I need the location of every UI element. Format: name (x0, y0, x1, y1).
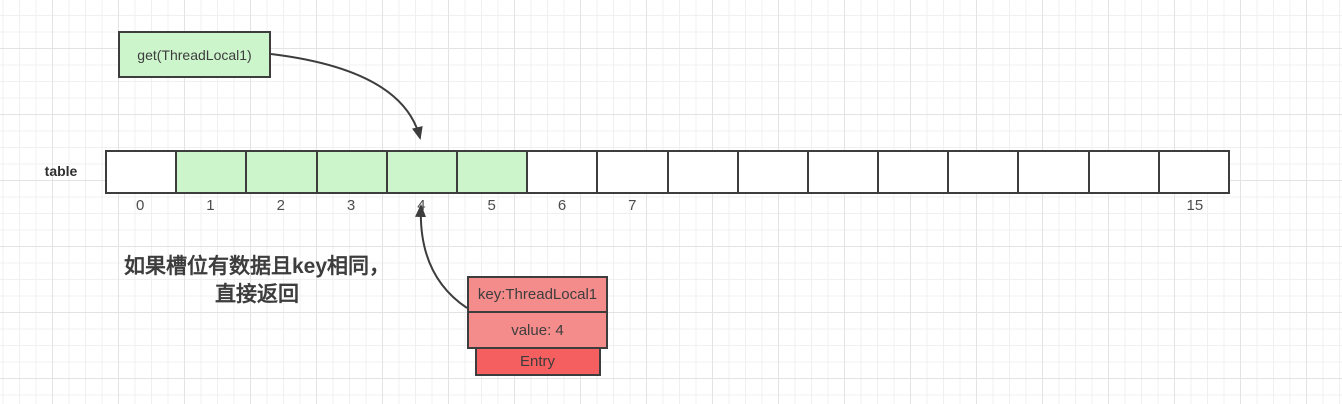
table-array[interactable] (105, 150, 1230, 194)
arrow-get-to-slot4[interactable] (270, 53, 423, 140)
arrow-entry-to-slot4[interactable] (415, 204, 468, 309)
slot-index-label-15: 15 (1186, 197, 1204, 214)
entry-value-box[interactable]: value: 4 (467, 311, 608, 349)
table-slot-2[interactable] (245, 152, 316, 192)
table-slot-9[interactable] (736, 152, 807, 192)
table-slot-5[interactable] (455, 152, 527, 192)
slot-index-label-12 (949, 197, 1019, 214)
table-label: table (44, 163, 78, 179)
table-slot-8[interactable] (666, 152, 737, 192)
slot-index-label-1: 1 (206, 197, 215, 214)
slot-index-label-2: 2 (276, 197, 285, 214)
entry-type-box[interactable]: Entry (474, 347, 601, 376)
slot-index-label-3: 3 (346, 197, 356, 214)
table-slot-13[interactable] (1017, 152, 1088, 192)
slot-index-labels: 0 1 2 3 4 5 6 7 15 (105, 197, 1230, 214)
table-slot-6[interactable] (526, 152, 597, 192)
get-threadlocal-box[interactable]: get(ThreadLocal1) (118, 31, 271, 78)
slot-index-label-6: 6 (557, 197, 567, 214)
note-line-2: 直接返回 (215, 282, 299, 306)
table-slot-4[interactable] (385, 152, 456, 192)
entry-key-label: key:ThreadLocal1 (477, 286, 598, 303)
slot-index-label-14 (1089, 197, 1159, 214)
table-slot-3[interactable] (315, 152, 386, 192)
entry-type-label: Entry (519, 353, 555, 370)
table-slot-14[interactable] (1087, 152, 1158, 192)
slot-index-label-0: 0 (135, 197, 145, 214)
slot-index-label-13 (1019, 197, 1089, 214)
entry-value-label: value: 4 (511, 321, 564, 339)
note-text: 如果槽位有数据且key相同， 直接返回 (118, 253, 396, 308)
entry-key-box[interactable]: key:ThreadLocal1 (467, 276, 608, 313)
get-threadlocal-label: get(ThreadLocal1) (137, 46, 252, 63)
entry-stack[interactable]: key:ThreadLocal1 value: 4 Entry (467, 276, 608, 376)
note-line-1: 如果槽位有数据且key相同， (123, 255, 391, 278)
slot-index-label-11 (878, 197, 948, 214)
table-slot-12[interactable] (947, 152, 1018, 192)
table-slot-0[interactable] (107, 152, 176, 192)
slot-index-label-5: 5 (487, 197, 496, 214)
slot-index-label-7: 7 (628, 197, 637, 214)
table-slot-7[interactable] (596, 152, 667, 192)
table-slot-10[interactable] (806, 152, 878, 192)
slot-index-label-8 (668, 197, 738, 214)
slot-index-label-9 (738, 197, 808, 214)
table-slot-11[interactable] (877, 152, 948, 192)
table-slot-1[interactable] (175, 152, 246, 192)
slot-index-label-4: 4 (417, 197, 426, 214)
table-slot-15[interactable] (1157, 152, 1228, 192)
slot-index-label-10 (808, 197, 878, 214)
